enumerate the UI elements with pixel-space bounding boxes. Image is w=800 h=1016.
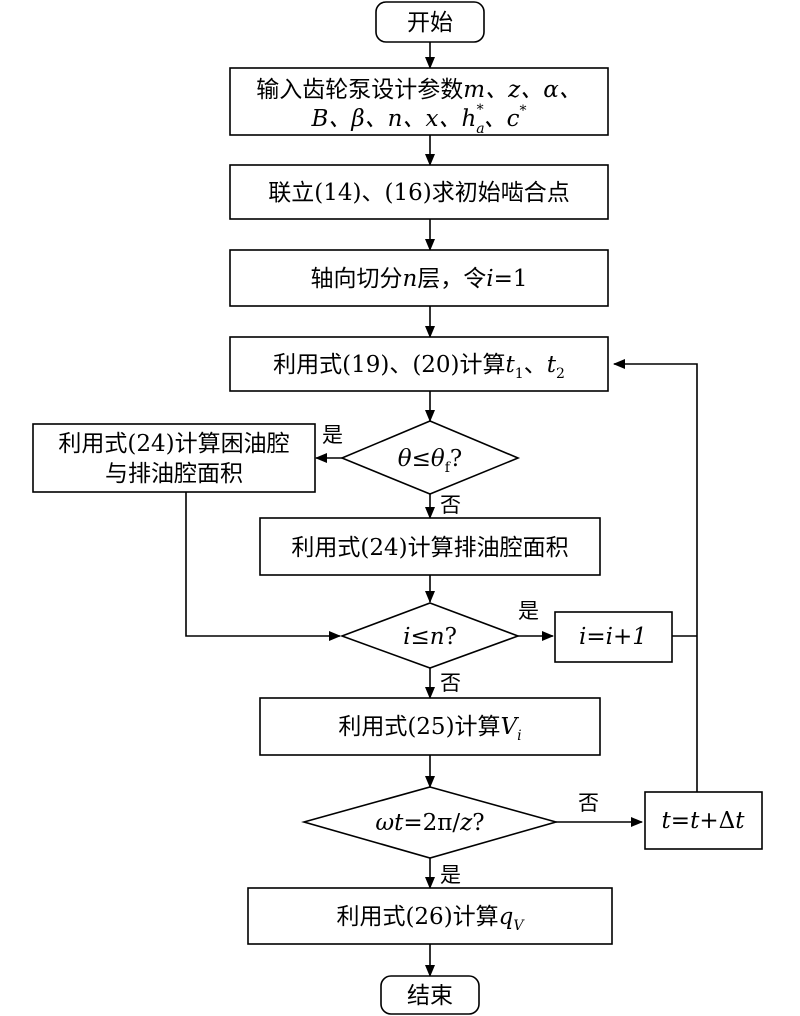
connectors xyxy=(185,42,698,977)
increment-t-label: t=t+Δt xyxy=(662,808,746,834)
start-label: 开始 xyxy=(407,10,453,36)
input-line-2: B、β、n、x、ha*、c* xyxy=(310,102,526,137)
omega-no-label: 否 xyxy=(578,791,599,815)
calc-t-label: 利用式(19)、(20)计算t1、t2 xyxy=(273,352,565,382)
slice-box: 轴向切分n层，令i=1 xyxy=(229,249,609,307)
start-node: 开始 xyxy=(375,1,485,43)
discharge-area-box: 利用式(24)计算排油腔面积 xyxy=(259,517,601,576)
i-no-label: 否 xyxy=(440,671,461,695)
end-label: 结束 xyxy=(407,983,453,1009)
input-line-1: 输入齿轮泵设计参数m、z、α、 xyxy=(256,77,581,103)
increment-i-box: i=i+1 xyxy=(554,611,673,663)
arrow-loop-back xyxy=(613,359,698,792)
discharge-area-label: 利用式(24)计算排油腔面积 xyxy=(291,535,568,561)
omega-yes-label: 是 xyxy=(440,863,461,887)
i-yes-label: 是 xyxy=(518,599,539,623)
calc-t-box: 利用式(19)、(20)计算t1、t2 xyxy=(229,336,609,392)
omega-decision: ωt=2π/z? xyxy=(301,786,559,859)
trapped-area-line-2: 与排油腔面积 xyxy=(105,461,243,487)
omega-condition: ωt=2π/z? xyxy=(375,810,484,836)
arrow-left-to-i xyxy=(185,492,341,641)
theta-no-label: 否 xyxy=(440,493,461,517)
theta-decision: θ≤θf? xyxy=(339,420,521,495)
calc-q-label: 利用式(26)计算qV xyxy=(336,904,525,934)
theta-yes-label: 是 xyxy=(322,423,343,447)
increment-t-box: t=t+Δt xyxy=(644,791,763,850)
input-params-box: 输入齿轮泵设计参数m、z、α、 B、β、n、x、ha*、c* xyxy=(229,67,609,137)
trapped-area-line-1: 利用式(24)计算困油腔 xyxy=(58,431,289,457)
end-node: 结束 xyxy=(380,975,480,1015)
slice-label: 轴向切分n层，令i=1 xyxy=(310,266,527,292)
solve-label: 联立(14)、(16)求初始啮合点 xyxy=(268,180,569,206)
calc-v-box: 利用式(25)计算Vi xyxy=(259,697,601,756)
calc-v-label: 利用式(25)计算Vi xyxy=(338,714,521,744)
theta-condition: θ≤θf? xyxy=(398,446,463,476)
calc-q-box: 利用式(26)计算qV xyxy=(247,887,613,945)
i-decision: i≤n? xyxy=(339,602,521,669)
increment-i-label: i=i+1 xyxy=(579,624,647,650)
i-condition: i≤n? xyxy=(403,624,457,650)
solve-box: 联立(14)、(16)求初始啮合点 xyxy=(229,164,609,220)
trapped-area-box: 利用式(24)计算困油腔 与排油腔面积 xyxy=(32,423,316,493)
